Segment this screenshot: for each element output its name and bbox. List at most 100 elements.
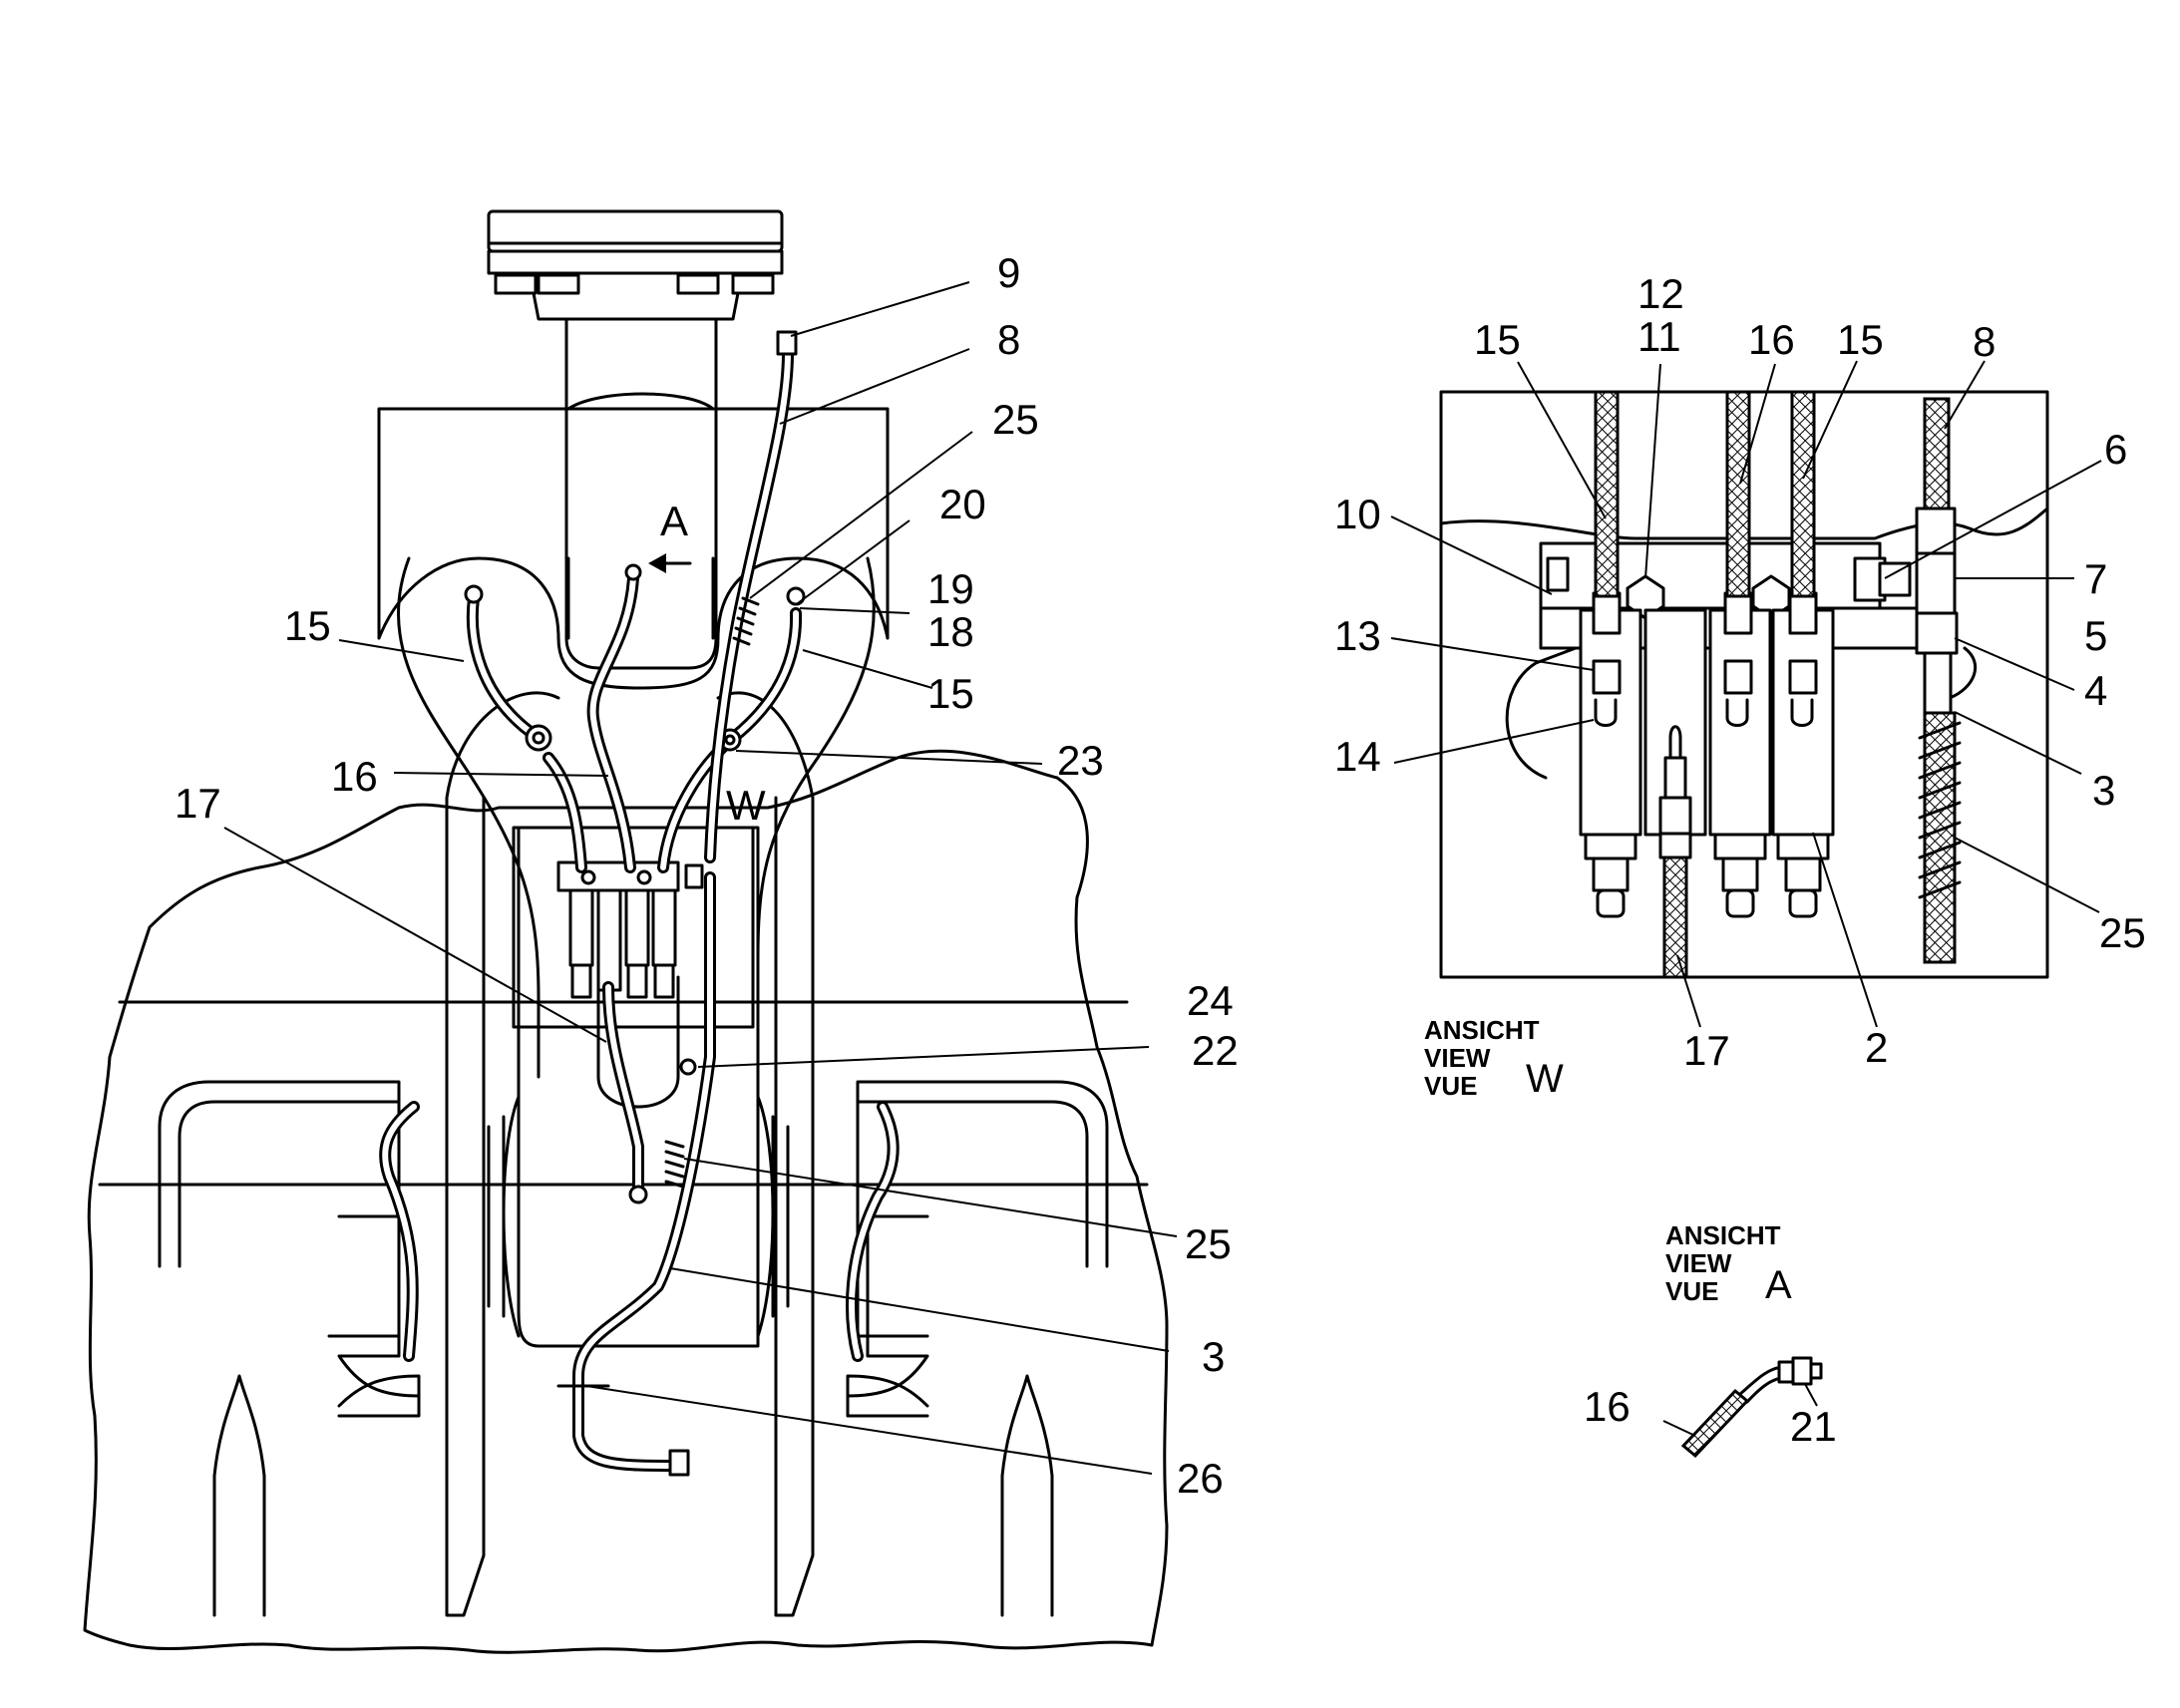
callout-18: 18 bbox=[927, 608, 974, 655]
flange-bolt-4 bbox=[731, 273, 775, 295]
view-w: 12 11 15 16 15 8 6 10 7 13 5 4 14 3 25 1… bbox=[1334, 270, 2146, 1101]
a-callout-16: 16 bbox=[1584, 1383, 1631, 1430]
view-w-valves bbox=[1579, 591, 1835, 918]
w-callout-11: 11 bbox=[1637, 313, 1681, 360]
view-a-label-line1: ANSICHT bbox=[1665, 1220, 1781, 1250]
view-w-label-line1: ANSICHT bbox=[1424, 1015, 1540, 1045]
view-w-nut-6b bbox=[1878, 561, 1912, 597]
a-callout-21: 21 bbox=[1790, 1403, 1837, 1450]
left-post bbox=[445, 796, 486, 1617]
w-callout-3: 3 bbox=[2092, 767, 2115, 814]
left-bracket bbox=[158, 1080, 401, 1338]
right-bracket bbox=[856, 1080, 1109, 1338]
view-w-pipe-3 bbox=[1923, 651, 1953, 715]
right-spike bbox=[1000, 1374, 1054, 1617]
callout-W: W bbox=[726, 782, 766, 829]
flange-bolt-1 bbox=[494, 273, 538, 295]
right-bracket-inner bbox=[856, 1100, 1089, 1268]
view-w-leaders bbox=[1390, 360, 2102, 1028]
view-w-fitting-17c bbox=[1658, 832, 1692, 859]
callout-25-bottom: 25 bbox=[1185, 1220, 1232, 1267]
callout-8: 8 bbox=[997, 316, 1020, 363]
view-w-hose-8 bbox=[1923, 397, 1951, 511]
view-w-hose-17 bbox=[1662, 855, 1688, 979]
manifold-plate bbox=[512, 826, 755, 1029]
flange-bolt-2 bbox=[537, 273, 580, 295]
view-w-spring-25 bbox=[1918, 721, 1962, 899]
right-post bbox=[774, 796, 815, 1617]
view-w-block bbox=[1539, 541, 1882, 610]
w-callout-10: 10 bbox=[1334, 491, 1381, 537]
w-callout-15-left: 15 bbox=[1474, 316, 1521, 363]
view-a: ANSICHT VIEW VUE A 16 21 bbox=[1584, 1220, 1837, 1459]
callout-26: 26 bbox=[1177, 1455, 1224, 1502]
w-callout-16: 16 bbox=[1748, 316, 1795, 363]
center-body bbox=[517, 826, 760, 1348]
callout-17: 17 bbox=[175, 780, 221, 827]
main-manifold bbox=[556, 860, 704, 999]
w-callout-25: 25 bbox=[2099, 909, 2146, 956]
callout-24: 24 bbox=[1187, 977, 1234, 1024]
frame-outline bbox=[83, 749, 1169, 1654]
right-arm-outer bbox=[756, 556, 876, 1079]
w-callout-17: 17 bbox=[1683, 1027, 1730, 1074]
callout-15-right: 15 bbox=[927, 670, 974, 717]
callout-23: 23 bbox=[1057, 737, 1104, 784]
callout-9: 9 bbox=[997, 249, 1020, 296]
callout-22: 22 bbox=[1192, 1027, 1239, 1074]
flange-bolt-3 bbox=[676, 273, 720, 295]
view-w-nut-4 bbox=[1915, 611, 1959, 655]
main-hoses bbox=[379, 330, 900, 1477]
view-w-arc bbox=[1505, 646, 1978, 780]
view-w-callouts: 12 11 15 16 15 8 6 10 7 13 5 4 14 3 25 1… bbox=[1334, 270, 2146, 1074]
view-a-label: ANSICHT VIEW VUE A bbox=[1665, 1220, 1792, 1307]
view-a-leader-16 bbox=[1662, 1420, 1696, 1437]
view-a-leader-21 bbox=[1804, 1383, 1818, 1407]
right-clamp bbox=[846, 1214, 929, 1418]
view-w-fitting-17b bbox=[1663, 756, 1687, 800]
top-flange bbox=[487, 209, 784, 253]
callout-16: 16 bbox=[331, 753, 378, 800]
main-view: 9 8 25 20 19 18 15 15 16 23 17 W A 24 22… bbox=[83, 209, 1239, 1654]
view-w-fitting-17d bbox=[1668, 725, 1682, 760]
view-w-label-line2: VIEW bbox=[1424, 1043, 1491, 1073]
left-arm bbox=[377, 556, 890, 690]
view-a-arrow bbox=[648, 553, 692, 573]
column bbox=[564, 317, 718, 670]
view-w-bolt-10 bbox=[1546, 556, 1570, 592]
right-post-curve bbox=[716, 691, 815, 800]
view-a-label-letter: A bbox=[1765, 1263, 1792, 1307]
w-callout-2: 2 bbox=[1865, 1024, 1888, 1071]
main-callouts: 9 8 25 20 19 18 15 15 16 23 17 W A 24 22… bbox=[175, 249, 1239, 1502]
left-post-curve bbox=[445, 691, 560, 800]
w-callout-7: 7 bbox=[2084, 555, 2107, 602]
upper-housing bbox=[377, 407, 890, 640]
callout-A: A bbox=[660, 498, 688, 544]
view-a-label-line2: VIEW bbox=[1665, 1248, 1732, 1278]
callout-19: 19 bbox=[927, 565, 974, 612]
view-w-label-line3: VUE bbox=[1424, 1071, 1477, 1101]
callout-25-top: 25 bbox=[992, 396, 1039, 443]
view-w-elbow bbox=[1915, 507, 1957, 555]
w-callout-4: 4 bbox=[2084, 667, 2107, 714]
flange-base bbox=[487, 249, 784, 275]
main-leaders bbox=[223, 281, 1178, 1475]
flange-neck bbox=[532, 291, 740, 321]
view-w-hose-16 bbox=[1725, 390, 1751, 598]
left-bracket-inner bbox=[178, 1100, 401, 1268]
column-inner bbox=[566, 556, 715, 640]
w-callout-5: 5 bbox=[2084, 612, 2107, 659]
view-a-label-line3: VUE bbox=[1665, 1276, 1718, 1306]
callout-3: 3 bbox=[1202, 1333, 1225, 1380]
view-w-hose-15-left bbox=[1594, 390, 1620, 598]
left-clamp bbox=[337, 1214, 421, 1418]
center-cavity bbox=[596, 975, 680, 1109]
left-drum bbox=[487, 1095, 521, 1338]
view-w-tee bbox=[1915, 551, 1957, 615]
view-w-hose-15-right bbox=[1790, 390, 1816, 598]
w-callout-12: 12 bbox=[1637, 270, 1684, 317]
callout-20: 20 bbox=[939, 481, 986, 527]
right-drum bbox=[756, 1095, 790, 1338]
w-callout-15-right: 15 bbox=[1837, 316, 1884, 363]
